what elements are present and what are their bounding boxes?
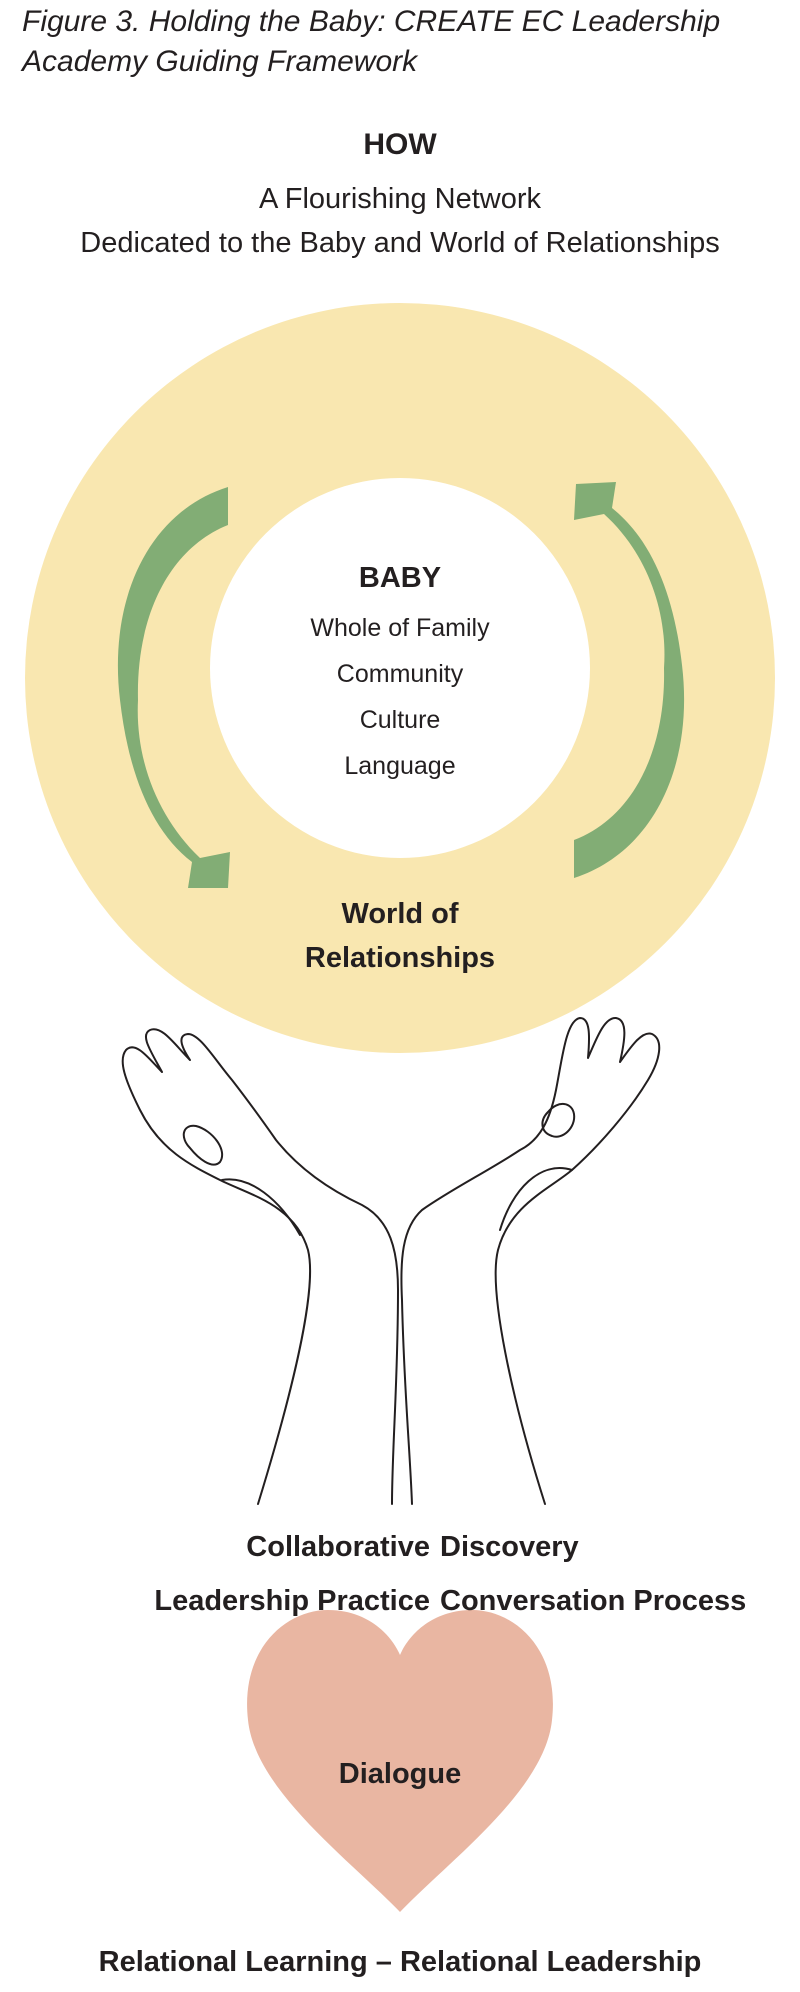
dialogue-label: Dialogue (338, 1758, 462, 1790)
how-line-2: Dedicated to the Baby and World of Relat… (80, 227, 720, 259)
cupped-hands-icon (121, 1017, 661, 1505)
baby-item-language: Language (344, 752, 456, 780)
baby-item-whole-of-family: Whole of Family (310, 614, 490, 642)
how-heading: HOW (363, 128, 437, 161)
process-right-line-2: Conversation Process (440, 1585, 747, 1617)
footer-relational-learning: Relational Learning – Relational Leaders… (98, 1946, 702, 1978)
baby-circle (210, 478, 590, 858)
process-left-line-1: Collaborative (246, 1531, 430, 1563)
left-cycle-arrow-icon (117, 487, 230, 888)
discovery-conversation-process-label: Discovery Conversation Process (440, 1520, 770, 1628)
baby-item-community: Community (336, 660, 464, 688)
world-of-relationships-label: World of Relationships (0, 892, 800, 980)
process-left-line-2: Leadership Practice (154, 1585, 430, 1617)
how-line-1: A Flourishing Network (258, 183, 542, 215)
baby-item-culture: Culture (359, 706, 441, 734)
world-label-line-1: World of (341, 898, 459, 930)
world-label-line-2: Relationships (304, 942, 496, 974)
right-cycle-arrow-icon (574, 482, 685, 878)
process-right-line-1: Discovery (440, 1531, 579, 1563)
collaborative-leadership-practice-label: Collaborative Leadership Practice (100, 1520, 430, 1628)
baby-heading: BABY (358, 562, 442, 594)
dialogue-heart-icon (247, 1610, 553, 1912)
figure-caption: Figure 3. Holding the Baby: CREATE EC Le… (22, 5, 721, 78)
